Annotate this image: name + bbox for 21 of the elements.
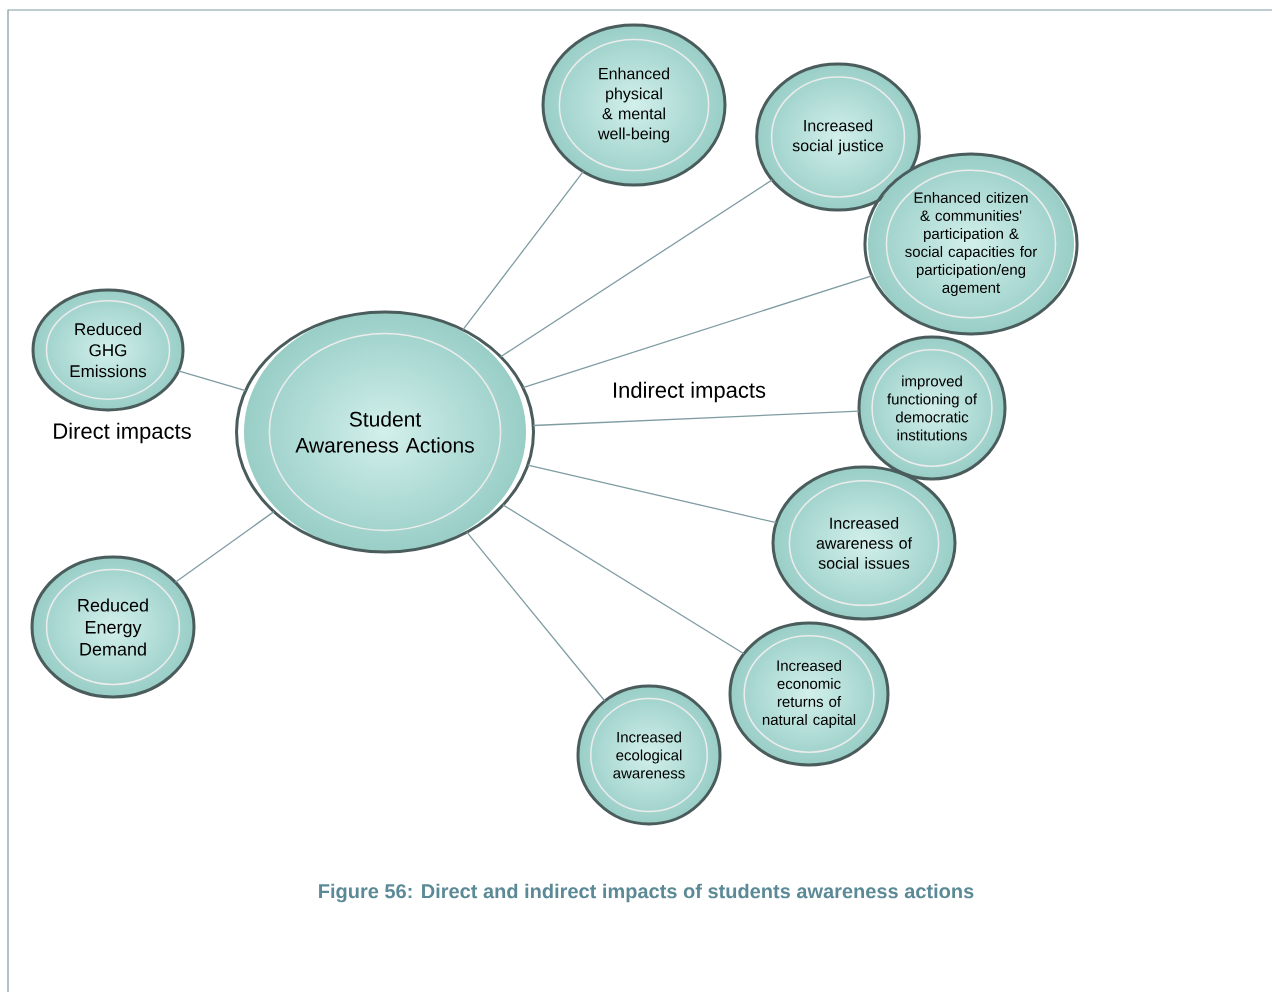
circle-node: Reduced GHG Emissions [31, 288, 185, 412]
group-label: Indirect impacts [614, 381, 766, 403]
circle-node: Enhanced physical & mental well-being [541, 23, 727, 187]
circle-node: Enhanced citizen & communities' participation & social capacities for participation/eng agement [863, 152, 1079, 336]
connector-line [500, 179, 773, 358]
circle-node: improved functioning of democratic institutions [857, 335, 1007, 481]
group-label: Direct impacts [54, 422, 191, 444]
figure-caption: Figure 56: Direct and indirect impacts of students awareness actions [319, 883, 974, 903]
connector-line [527, 464, 777, 524]
circle-node: Student Awareness Actions [235, 310, 535, 554]
connector-line [462, 170, 585, 331]
connector-line [502, 504, 745, 655]
circle-node: Reduced Energy Demand [30, 555, 196, 699]
circle-node: Increased awareness of social issues [771, 465, 957, 621]
circle-node: Increased ecological awareness [576, 684, 722, 826]
circle-node: Increased economic returns of natural capital [728, 621, 890, 767]
connector-line [177, 370, 247, 392]
connector-line [466, 531, 606, 702]
connector-line [522, 275, 873, 389]
connector-line [174, 511, 275, 583]
connector-line [532, 410, 860, 427]
